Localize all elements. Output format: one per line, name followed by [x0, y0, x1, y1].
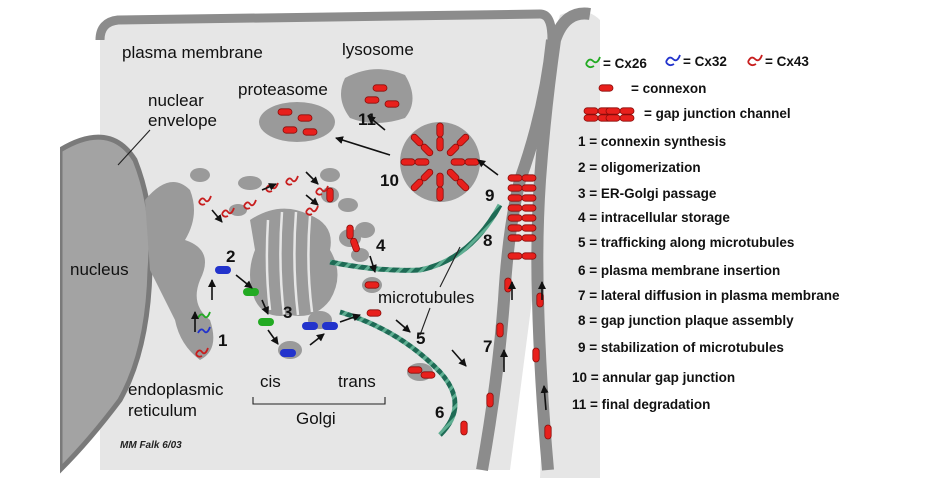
golgi-label: Golgi — [296, 409, 336, 428]
nucleus-label: nucleus — [70, 260, 129, 279]
legend-step-8: 8 = gap junction plaque assembly — [578, 313, 794, 328]
legend-step-2: 2 = oligomerization — [578, 160, 701, 175]
gap-junction-channel-swatch-icon — [583, 107, 635, 122]
microtubules-label: microtubules — [378, 288, 474, 307]
step-11: 11 — [358, 110, 376, 129]
microtubule-2 — [339, 309, 458, 437]
microtubule-leader-2 — [419, 307, 431, 336]
legend-step-6: 6 = plasma membrane insertion — [578, 263, 780, 278]
signature: MM Falk 6/03 — [120, 440, 182, 451]
legend-step-1: 1 = connexin synthesis — [578, 134, 726, 149]
cis-label: cis — [260, 372, 281, 391]
nuclear-envelope-label-2: envelope — [148, 111, 217, 130]
golgi-bracket — [252, 397, 386, 405]
legend: = Cx26 = Cx32 = Cx43 = connexon = gap ju… — [572, 54, 840, 412]
cell2-cytoplasm — [537, 11, 600, 478]
legend-step-10: 10 = annular gap junction — [572, 370, 735, 385]
nuclear-envelope-label-1: nuclear — [148, 91, 204, 110]
lysosome — [341, 69, 413, 123]
legend-step-5: 5 = trafficking along microtubules — [578, 235, 794, 250]
legend-step-7: 7 = lateral diffusion in plasma membrane — [578, 288, 840, 303]
step-1: 1 — [218, 331, 227, 350]
er-label-2: reticulum — [128, 401, 197, 420]
legend-cx43: = Cx43 — [765, 54, 809, 69]
legend-gap-junction-channel: = gap junction channel — [644, 106, 791, 121]
step-8: 8 — [483, 231, 492, 250]
step-markers: 1 2 3 4 5 6 7 8 9 10 11 — [218, 110, 494, 422]
nucleus — [57, 134, 154, 477]
step-3: 3 — [283, 303, 292, 322]
nuclear-envelope-leader — [117, 129, 151, 166]
oligomer-connexons — [215, 266, 382, 357]
step-6: 6 — [435, 403, 444, 422]
legend-step-4: 4 = intracellular storage — [578, 210, 730, 225]
cx26-swatch-icon — [585, 56, 601, 69]
lysosome-label: lysosome — [342, 40, 414, 59]
er-label-1: endoplasmic — [128, 380, 224, 399]
pathway-arrows — [191, 115, 549, 411]
step-5: 5 — [416, 329, 425, 348]
proteasome-label: proteasome — [238, 80, 328, 99]
golgi-cisternae — [265, 211, 314, 316]
cx32-swatch-icon — [665, 54, 681, 67]
step-9: 9 — [485, 186, 494, 205]
legend-step-3: 3 = ER-Golgi passage — [578, 186, 717, 201]
step-2: 2 — [226, 247, 235, 266]
legend-cx32: = Cx32 — [683, 54, 727, 69]
microtubule-leader-1 — [439, 246, 461, 288]
plasma-membrane-cell2 — [531, 7, 591, 471]
legend-step-9: 9 = stabilization of microtubules — [578, 340, 784, 355]
step-10: 10 — [380, 171, 399, 190]
proteasome — [259, 102, 335, 142]
cx43-swatch-icon — [747, 54, 763, 67]
microtubule-1 — [329, 203, 503, 273]
legend-connexon: = connexon — [631, 81, 706, 96]
connexon-swatch-icon — [598, 84, 614, 92]
plasma-membrane-top — [95, 9, 557, 41]
plasma-membrane-label: plasma membrane — [122, 43, 263, 62]
step-4: 4 — [376, 236, 386, 255]
legend-cx26: = Cx26 — [603, 56, 647, 71]
connexin-monomers — [195, 175, 329, 358]
trans-label: trans — [338, 372, 376, 391]
legend-step-11: 11 = final degradation — [572, 397, 710, 412]
step-7: 7 — [483, 337, 492, 356]
